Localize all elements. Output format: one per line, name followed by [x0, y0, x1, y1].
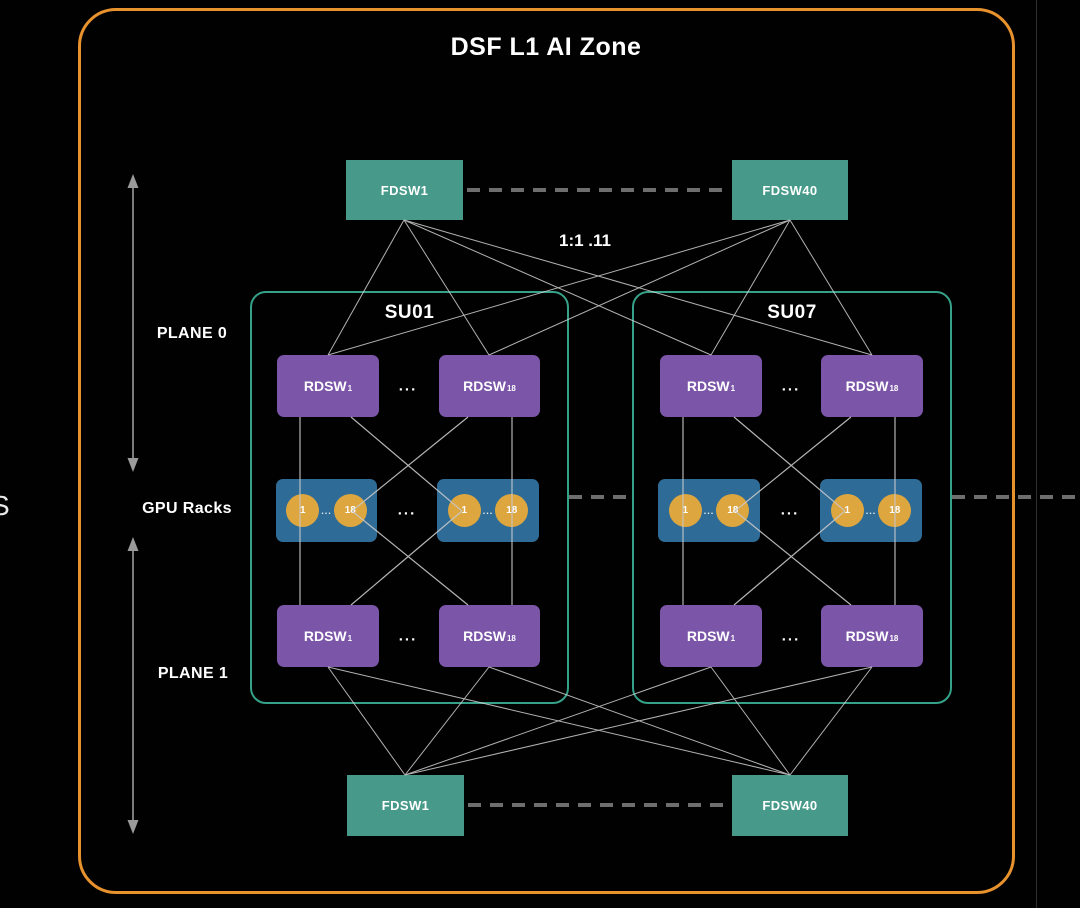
ellipsis: ... — [781, 627, 801, 645]
gpu-circle: 1 — [286, 494, 320, 527]
gpu-number: 18 — [344, 505, 356, 516]
gpu-circle: 1 — [668, 494, 702, 527]
zone-title: DSF L1 AI Zone — [450, 33, 642, 61]
fdsw-top-left-box: FDSW1 — [346, 160, 463, 220]
rdsw-label: RDSW — [303, 628, 347, 644]
fdsw-bottom-right-label: FDSW40 — [762, 798, 818, 813]
gpu-number: 1 — [682, 505, 689, 516]
ellipsis: ... — [398, 377, 418, 395]
gpu-circle: 18 — [716, 494, 750, 527]
gpu-number: 18 — [727, 505, 739, 516]
gpu-circle: 18 — [333, 494, 367, 527]
ellipsis: ... — [321, 505, 332, 516]
su01-gpu-rack-1: 1 ... 18 — [276, 479, 377, 542]
su07-gpu-rack-1: 1 ... 18 — [658, 479, 760, 542]
gpu-circle: 1 — [830, 494, 864, 527]
clipped-edge-text: S — [0, 490, 10, 521]
su07-label: SU07 — [767, 302, 817, 323]
su01-gpu-rack-2: 1 ... 18 — [437, 479, 539, 542]
rdsw-subscript: 1 — [347, 383, 353, 393]
ellipsis: ... — [780, 501, 800, 519]
ellipsis: ... — [781, 377, 801, 395]
rdsw-label: RDSW — [463, 628, 506, 644]
rdsw-label: RDSW — [463, 378, 506, 394]
rdsw-label: RDSW — [686, 628, 730, 644]
plane0-label: PLANE 0 — [156, 325, 228, 342]
rdsw-label: RDSW — [845, 628, 889, 644]
screen-edge-divider — [1036, 0, 1037, 908]
gpu-number: 1 — [844, 505, 851, 516]
rdsw-subscript: 18 — [889, 633, 899, 643]
ellipsis: ... — [397, 501, 417, 519]
rdsw-subscript: 18 — [889, 383, 899, 393]
gpu-racks-label: GPU Racks — [142, 500, 232, 517]
fdsw-top-right-box: FDSW40 — [732, 160, 848, 220]
fdsw-top-right-label: FDSW40 — [762, 182, 818, 198]
plane1-label: PLANE 1 — [157, 665, 229, 682]
zone-frame — [78, 8, 1015, 894]
rdsw-subscript: 1 — [730, 383, 736, 393]
oversubscription-ratio-label: 1:1 .11 — [559, 231, 611, 250]
su07-gpu-rack-2: 1 ... 18 — [820, 479, 922, 542]
rdsw-subscript: 1 — [347, 633, 353, 643]
ellipsis: ... — [398, 627, 418, 645]
fdsw-bottom-right-box: FDSW40 — [732, 775, 848, 836]
ellipsis: ... — [703, 505, 715, 516]
gpu-number: 18 — [506, 505, 518, 516]
rdsw-label: RDSW — [303, 378, 347, 394]
gpu-circle: 1 — [447, 494, 481, 527]
gpu-circle: 18 — [878, 494, 912, 527]
gpu-number: 18 — [889, 505, 901, 516]
fdsw-top-left-label: FDSW1 — [380, 182, 429, 198]
rdsw-subscript: 18 — [506, 383, 516, 393]
fdsw-bottom-left-label: FDSW1 — [381, 798, 430, 813]
gpu-circle: 18 — [495, 494, 529, 527]
ellipsis: ... — [865, 505, 877, 516]
rdsw-subscript: 18 — [506, 633, 516, 643]
fdsw-bottom-left-box: FDSW1 — [347, 775, 464, 836]
rdsw-label: RDSW — [845, 378, 889, 394]
rdsw-label: RDSW — [686, 378, 730, 394]
gpu-number: 1 — [299, 505, 306, 516]
rdsw-subscript: 1 — [730, 633, 736, 643]
su01-label: SU01 — [384, 302, 435, 323]
ellipsis: ... — [482, 505, 494, 516]
gpu-number: 1 — [461, 505, 468, 516]
